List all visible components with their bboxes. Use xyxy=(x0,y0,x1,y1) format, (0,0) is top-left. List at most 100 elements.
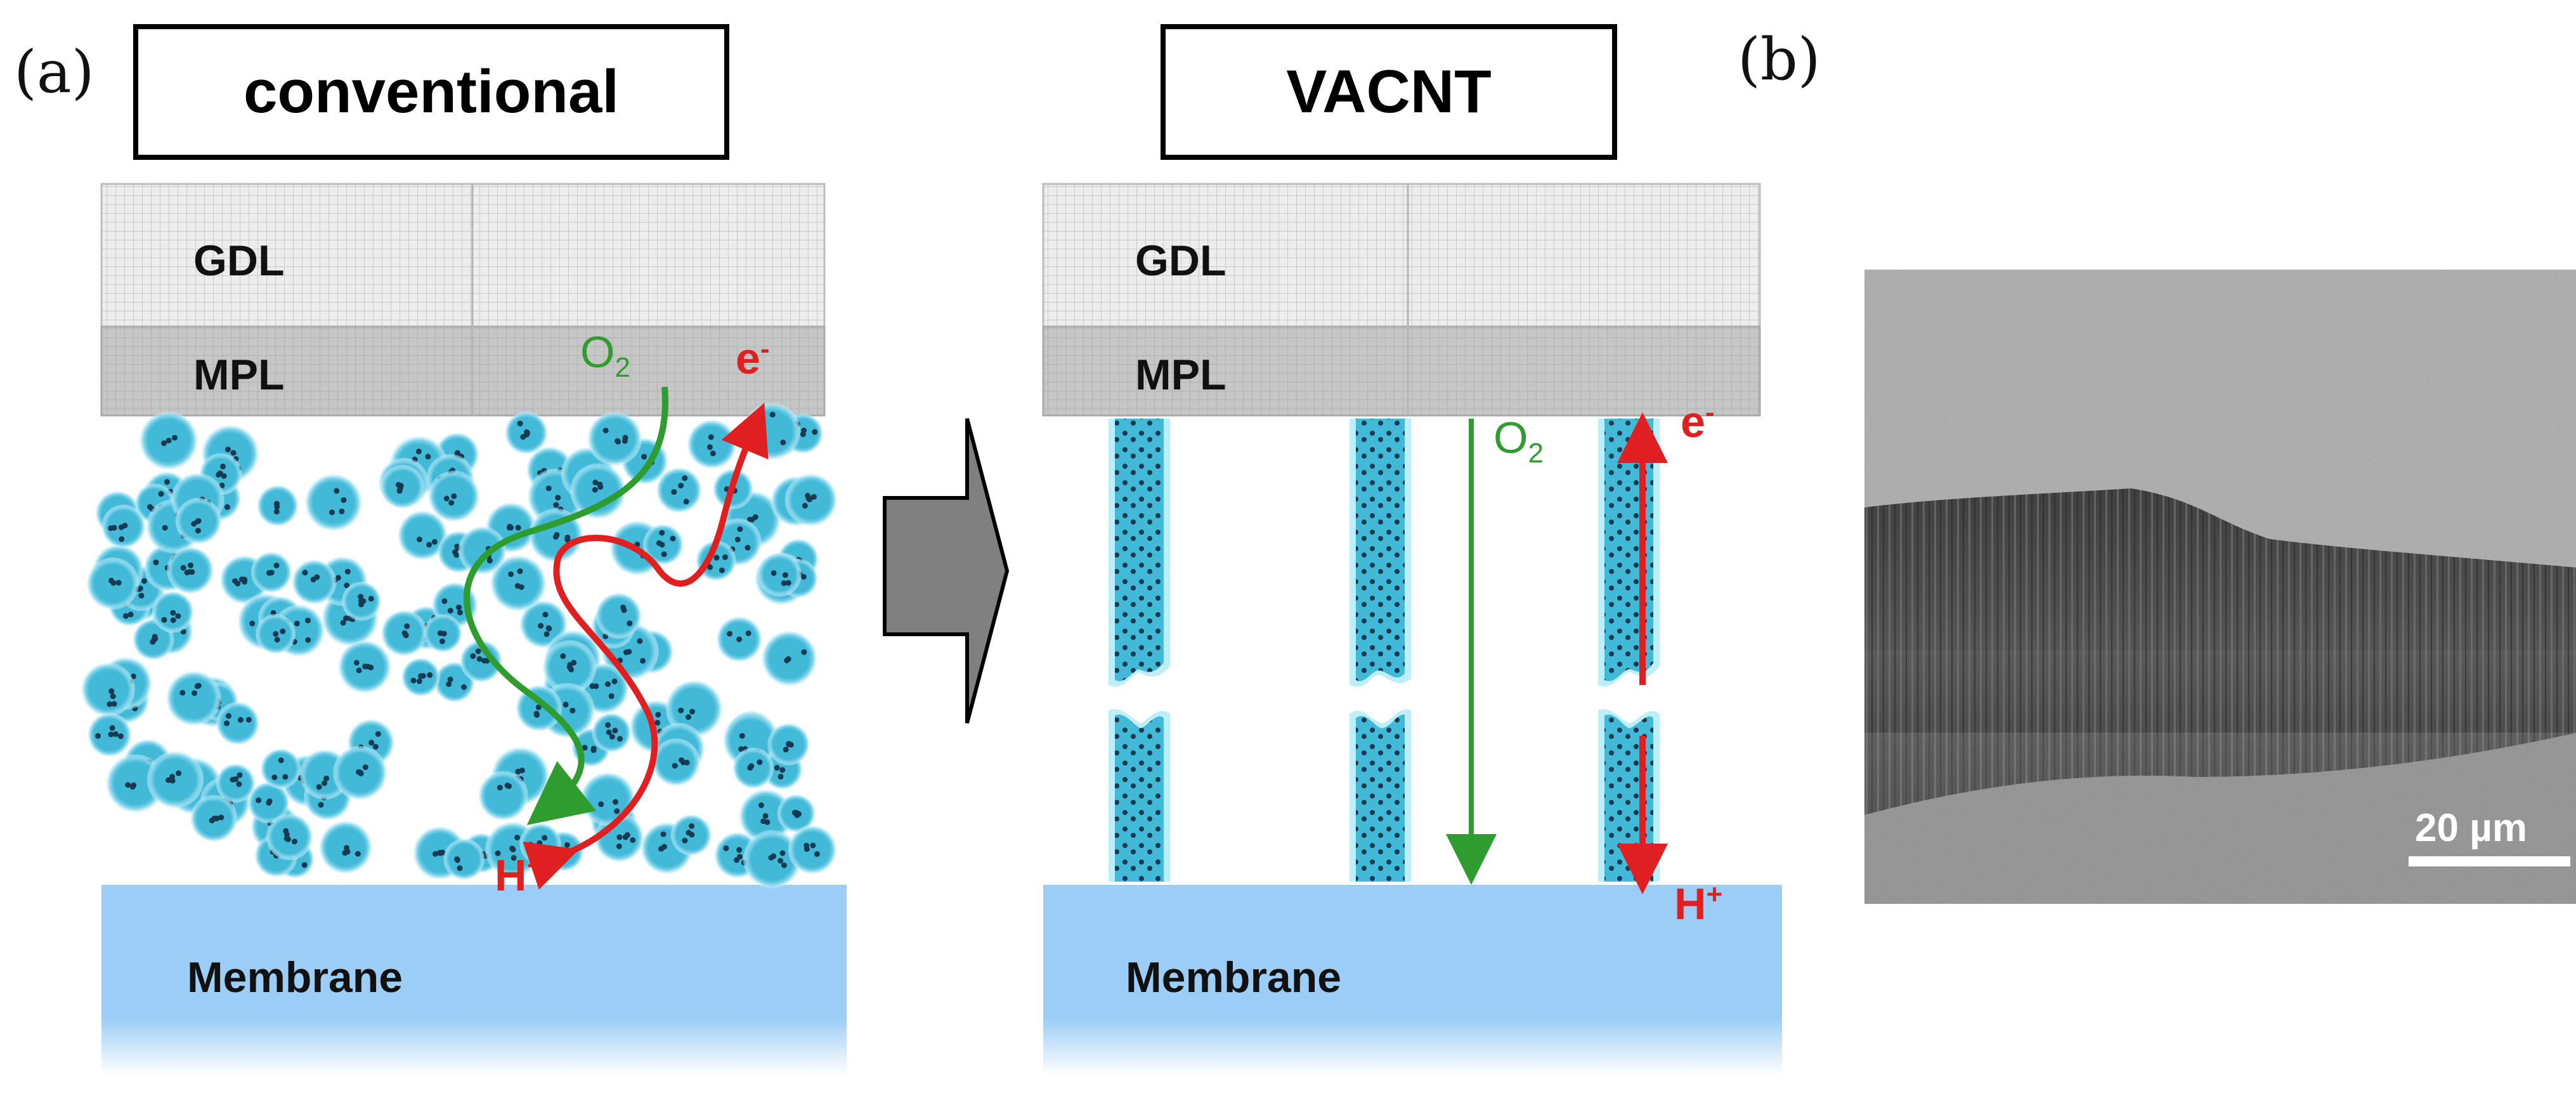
catalyst-particle xyxy=(146,751,204,808)
platinum-dot xyxy=(129,783,136,790)
catalyst-particle xyxy=(757,552,802,597)
platinum-dot xyxy=(150,639,156,645)
platinum-dot xyxy=(117,733,124,740)
platinum-dot xyxy=(192,690,198,696)
platinum-dot xyxy=(801,649,807,655)
platinum-dot xyxy=(341,497,347,503)
platinum-dot xyxy=(517,568,523,575)
platinum-dot xyxy=(432,851,438,857)
platinum-dot xyxy=(441,630,447,637)
platinum-dot xyxy=(224,720,230,726)
scale-bar-label: 20 µm xyxy=(2415,806,2528,850)
platinum-dot xyxy=(609,734,615,740)
platinum-dot xyxy=(172,434,178,441)
platinum-dot xyxy=(514,834,521,840)
platinum-dot xyxy=(812,429,818,435)
platinum-dot xyxy=(476,656,483,662)
platinum-dot xyxy=(153,559,159,566)
right-gdl-layer xyxy=(1042,183,1761,328)
platinum-dot xyxy=(368,740,375,746)
platinum-dot xyxy=(555,495,561,501)
platinum-dot xyxy=(362,764,368,771)
platinum-dot xyxy=(630,837,636,843)
platinum-dot xyxy=(612,728,618,734)
platinum-dot xyxy=(621,607,627,613)
platinum-dot xyxy=(344,849,351,855)
platinum-dot xyxy=(439,638,445,644)
platinum-dot xyxy=(542,611,549,618)
vacnt-column-3 xyxy=(1598,419,1660,882)
left-o2-label: O2 xyxy=(580,327,630,383)
platinum-dot xyxy=(318,802,324,808)
platinum-dot xyxy=(506,783,512,789)
platinum-dot xyxy=(274,637,280,643)
catalyst-particle xyxy=(652,738,700,786)
platinum-dot xyxy=(678,707,684,714)
platinum-dot xyxy=(552,534,559,540)
platinum-dot xyxy=(456,604,462,611)
right-o2-label: O2 xyxy=(1493,413,1544,469)
platinum-dot xyxy=(256,797,262,804)
catalyst-particle xyxy=(478,771,528,821)
platinum-dot xyxy=(805,493,811,499)
platinum-dot xyxy=(335,575,341,581)
platinum-dot xyxy=(416,678,422,684)
catalyst-particle xyxy=(443,839,485,880)
platinum-dot xyxy=(249,620,256,627)
platinum-dot xyxy=(372,743,379,750)
platinum-dot xyxy=(322,780,327,787)
platinum-dot xyxy=(125,782,131,788)
left-proton-electron-arrow xyxy=(523,403,769,890)
platinum-dot xyxy=(637,638,643,644)
platinum-dot xyxy=(682,475,688,481)
platinum-dot xyxy=(417,537,422,542)
right-proton-label: H+ xyxy=(1674,878,1723,929)
platinum-dot xyxy=(672,762,678,769)
platinum-dot xyxy=(641,454,647,460)
platinum-dot xyxy=(302,570,308,576)
platinum-dot xyxy=(218,814,224,821)
platinum-dot xyxy=(769,412,776,418)
platinum-dot xyxy=(592,486,598,493)
platinum-dot xyxy=(568,667,575,672)
platinum-dot xyxy=(447,608,453,614)
platinum-dot xyxy=(305,637,311,643)
platinum-dot xyxy=(219,463,226,469)
platinum-dot xyxy=(273,509,280,515)
platinum-dot xyxy=(292,839,297,845)
platinum-dot xyxy=(758,802,764,808)
platinum-dot xyxy=(660,831,667,837)
platinum-dot xyxy=(495,850,501,856)
platinum-dot xyxy=(410,677,417,684)
platinum-dot xyxy=(209,818,215,824)
platinum-dot xyxy=(323,775,330,781)
platinum-dot xyxy=(362,663,368,670)
platinum-dot xyxy=(123,613,129,619)
platinum-dot xyxy=(605,681,611,688)
platinum-dot xyxy=(671,489,677,495)
platinum-dot xyxy=(329,509,335,516)
platinum-dot xyxy=(457,865,463,872)
platinum-dot xyxy=(368,596,374,602)
platinum-dot xyxy=(403,632,409,639)
platinum-dot xyxy=(420,673,426,679)
sem-image xyxy=(1864,270,2576,904)
left-gdl-label: GDL xyxy=(193,237,285,285)
transition-arrow xyxy=(883,418,1010,724)
platinum-dot xyxy=(608,693,615,699)
platinum-dot xyxy=(189,569,195,575)
platinum-dot xyxy=(756,428,762,434)
platinum-dot xyxy=(736,847,743,853)
catalyst-particle xyxy=(587,411,642,466)
right-mpl-label: MPL xyxy=(1135,351,1226,399)
platinum-dot xyxy=(221,473,227,479)
platinum-dot xyxy=(810,493,817,500)
platinum-dot xyxy=(141,578,147,584)
platinum-dot xyxy=(427,672,433,678)
platinum-dot xyxy=(179,689,186,696)
catalyst-particle xyxy=(216,702,259,745)
platinum-dot xyxy=(266,798,273,804)
platinum-dot xyxy=(771,570,777,576)
platinum-dot xyxy=(781,862,787,868)
